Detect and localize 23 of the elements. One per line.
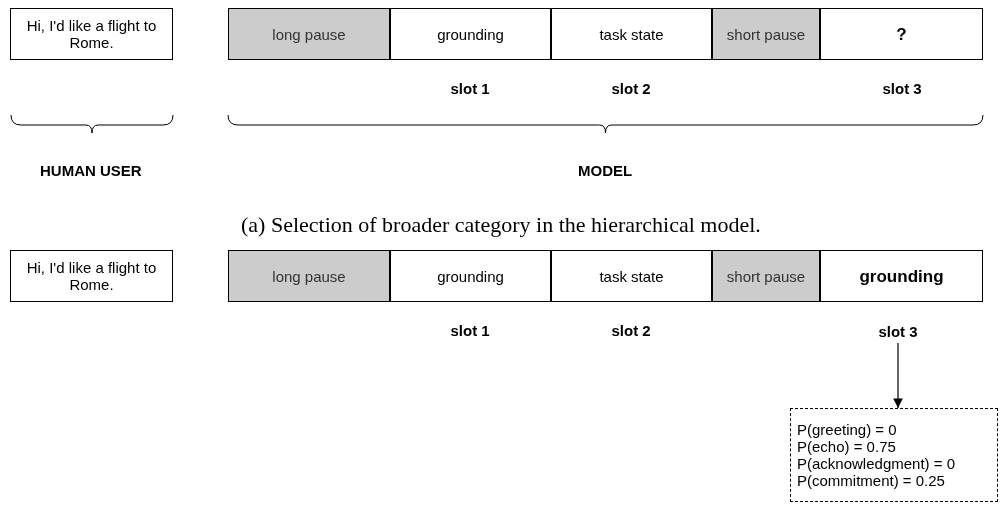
message-box: Hi, I'd like a flight to Rome. bbox=[10, 250, 173, 302]
slot-segment: task state bbox=[551, 250, 712, 302]
slot-label: slot 2 bbox=[611, 80, 651, 97]
slot-segment: ? bbox=[820, 8, 983, 60]
slot-label: slot 3 bbox=[882, 80, 922, 97]
axis-label: HUMAN USER bbox=[40, 162, 142, 179]
figure-caption: (a) Selection of broader category in the hierarchical model. bbox=[241, 212, 761, 238]
arrow bbox=[893, 342, 903, 409]
slot-label: slot 2 bbox=[611, 322, 651, 339]
message-box: Hi, I'd like a flight to Rome. bbox=[10, 8, 173, 60]
slot-segment: task state bbox=[551, 8, 712, 60]
pause-segment: short pause bbox=[712, 8, 820, 60]
slot-segment: grounding bbox=[390, 250, 551, 302]
slot-label: slot 3 bbox=[858, 320, 938, 342]
pause-segment: long pause bbox=[228, 8, 390, 60]
pause-segment: long pause bbox=[228, 250, 390, 302]
slot-label: slot 1 bbox=[450, 80, 490, 97]
slot-segment: grounding bbox=[390, 8, 551, 60]
pause-segment: short pause bbox=[712, 250, 820, 302]
probability-box: P(greeting) = 0 P(echo) = 0.75 P(acknowledgment) = 0 P(commitment) = 0.25 bbox=[790, 408, 998, 502]
slot-segment: grounding bbox=[820, 250, 983, 302]
slot-label: slot 1 bbox=[450, 322, 490, 339]
axis-label: MODEL bbox=[578, 162, 633, 179]
